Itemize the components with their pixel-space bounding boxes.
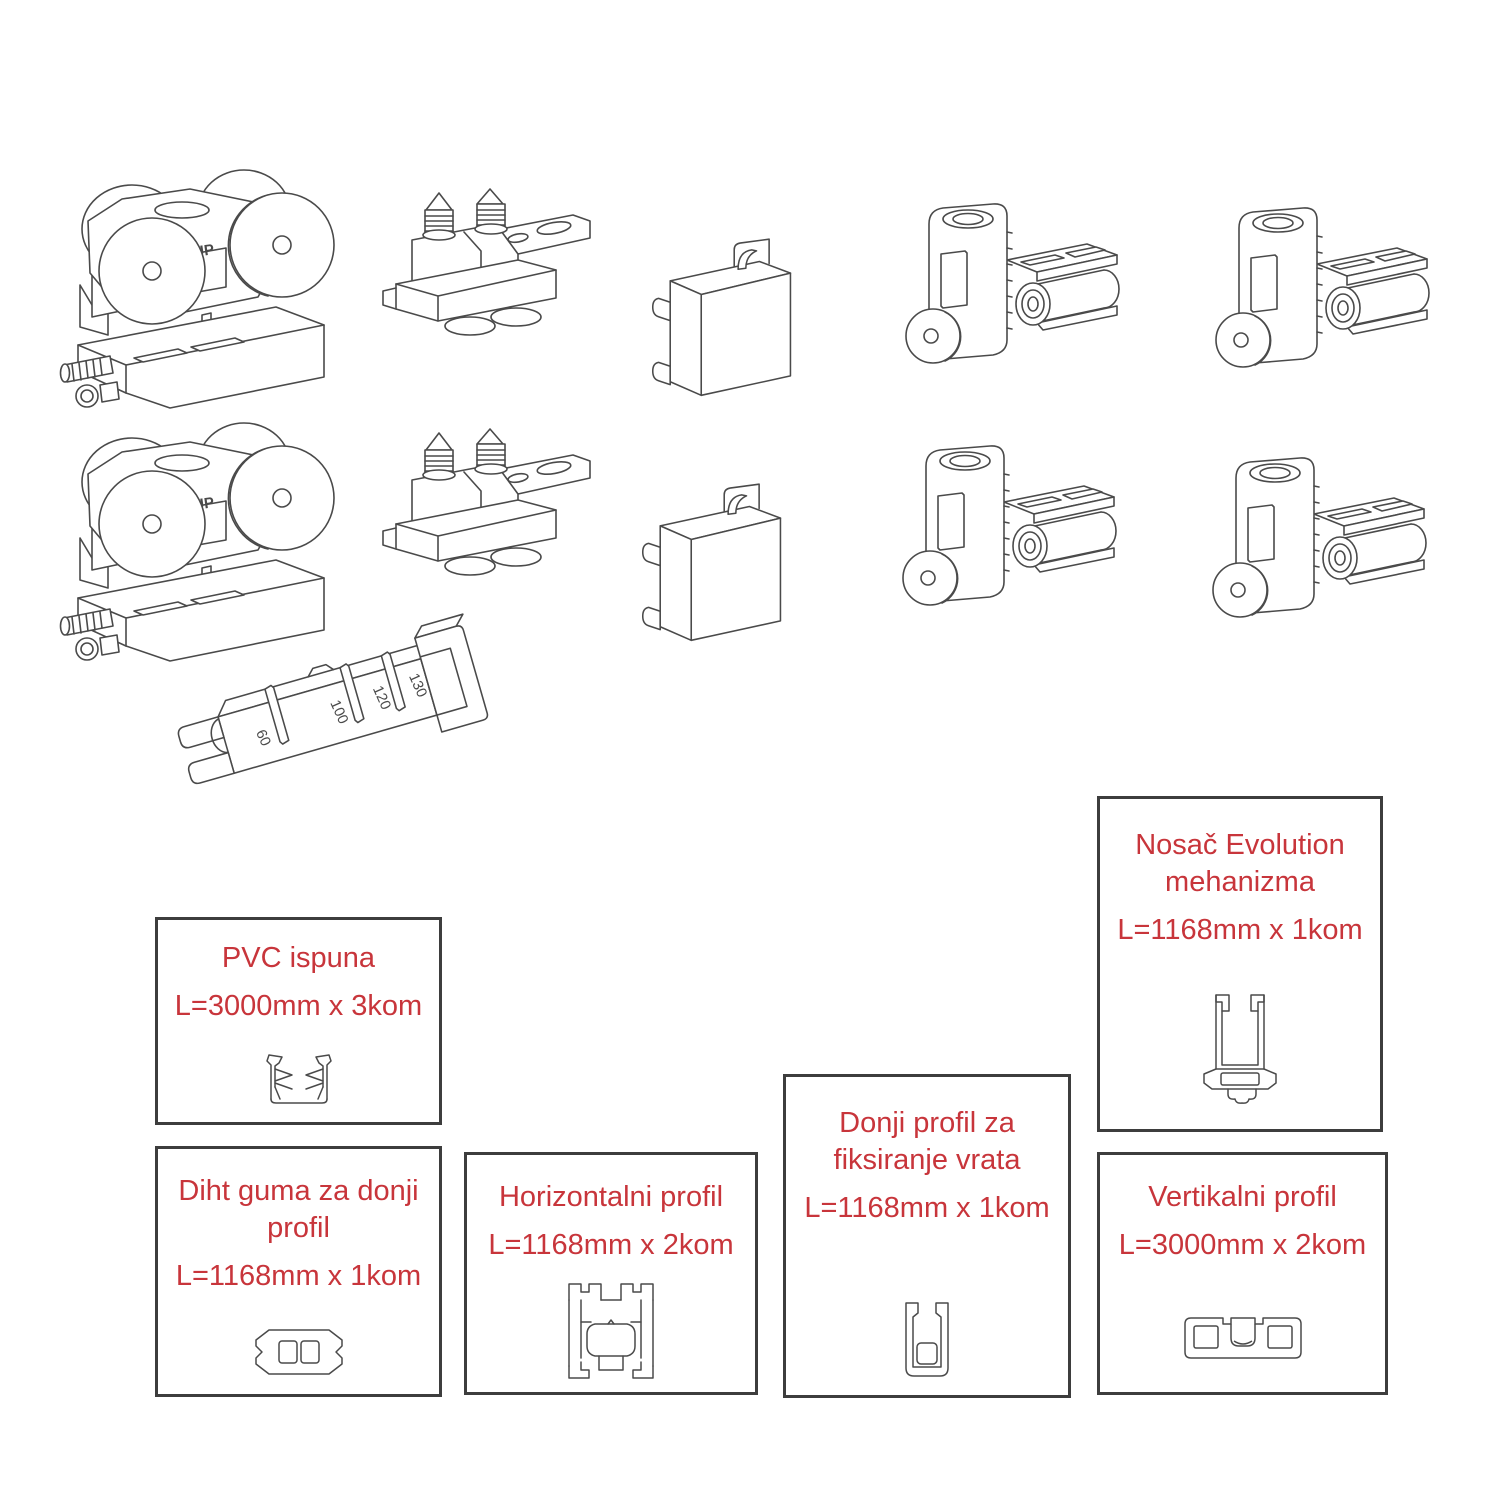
bottom-fix-profile-icon (896, 1299, 958, 1379)
box-vertikalni-profil: Vertikalni profil L=3000mm x 2kom (1097, 1152, 1388, 1395)
cover-cap-drawing (645, 238, 805, 413)
box-pvc-ispuna: PVC ispuna L=3000mm x 3kom (155, 917, 442, 1125)
guide-roller-drawing (1182, 452, 1432, 627)
box-title: PVC ispuna (221, 942, 376, 974)
carrier-profile-icon (1196, 989, 1284, 1113)
vertical-profile-icon (1181, 1312, 1305, 1364)
box-dimension: L=1168mm x 1kom (804, 1192, 1050, 1224)
box-diht-guma: Diht guma za donji profil L=1168mm x 1ko… (155, 1146, 442, 1397)
tandem-clamp-drawing (368, 428, 603, 603)
box-dimension: L=3000mm x 3kom (174, 990, 423, 1022)
box-title: Vertikalni profil (1148, 1181, 1337, 1213)
guide-roller-drawing (875, 198, 1125, 373)
guide-roller-drawing (872, 440, 1122, 615)
box-title: Horizontalni profil (498, 1181, 724, 1213)
box-dimension: L=1168mm x 2kom (488, 1229, 734, 1261)
box-nosac-evolution: Nosač Evolution mehanizma L=1168mm x 1ko… (1097, 796, 1383, 1132)
box-donji-profil: Donji profil za fiksiranje vrata L=1168m… (783, 1074, 1071, 1398)
box-title: Nosač Evolution (1135, 829, 1345, 861)
box-dimension: L=1168mm x 1kom (1117, 914, 1363, 946)
cover-cap-drawing (635, 483, 795, 658)
spacer-gauge-drawing (172, 604, 504, 814)
box-title-line2: mehanizma (1165, 866, 1315, 898)
box-title-line2: profil (267, 1212, 330, 1244)
diht-profile-icon (251, 1326, 347, 1378)
box-title: Diht guma za donji (178, 1175, 419, 1207)
box-horizontalni-profil: Horizontalni profil L=1168mm x 2kom (464, 1152, 758, 1395)
roller-carriage-drawing (30, 165, 335, 415)
horizontal-profile-icon (555, 1274, 667, 1382)
pvc-profile-icon (266, 1054, 332, 1106)
box-title-line2: fiksiranje vrata (833, 1144, 1021, 1176)
box-title: Donji profil za (839, 1107, 1015, 1139)
guide-roller-drawing (1185, 202, 1435, 377)
tandem-clamp-drawing (368, 188, 603, 363)
box-dimension: L=3000mm x 2kom (1118, 1229, 1367, 1261)
box-dimension: L=1168mm x 1kom (175, 1260, 422, 1292)
